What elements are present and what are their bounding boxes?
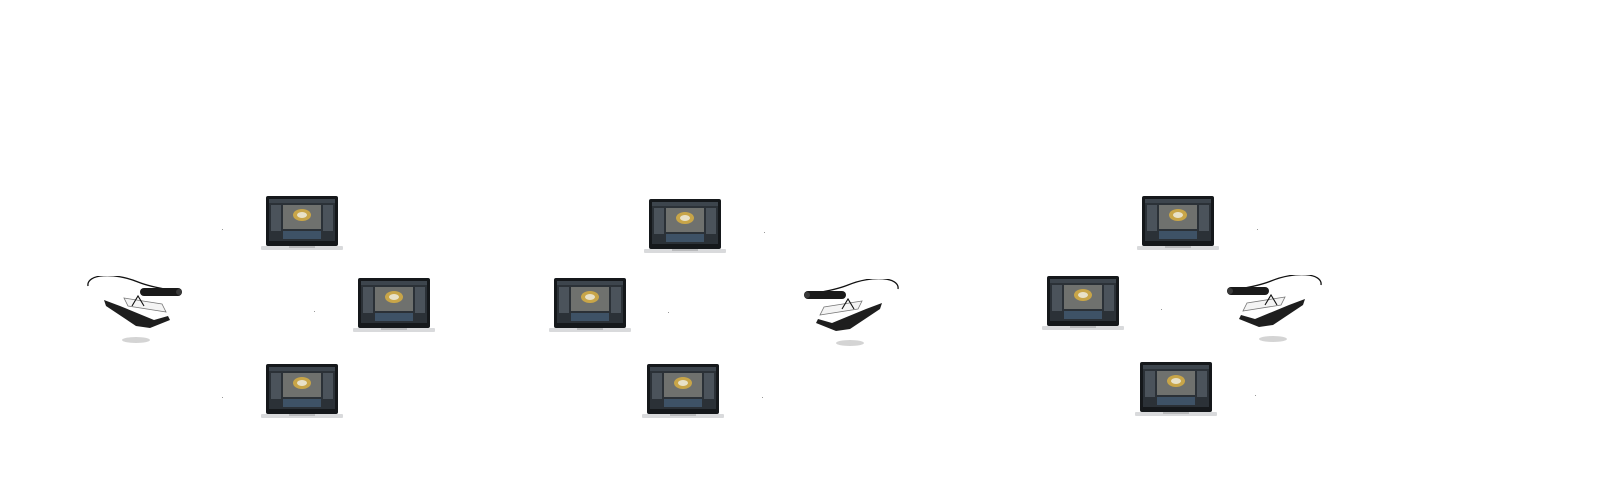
smart-glasses-icon <box>804 279 899 346</box>
laptop-icon <box>1137 196 1219 250</box>
laptop-icon <box>353 278 435 332</box>
smart-glasses-icon <box>1227 275 1322 342</box>
connector-dot <box>1257 229 1258 230</box>
connector-dot <box>222 229 223 230</box>
laptop-icon <box>261 364 343 418</box>
laptop-icon <box>1042 276 1124 330</box>
connector-dot <box>668 312 669 313</box>
connector-dot <box>1161 309 1162 310</box>
connector-dot <box>764 232 765 233</box>
laptop-icon <box>549 278 631 332</box>
laptop-icon <box>261 196 343 250</box>
connector-dot <box>1255 395 1256 396</box>
smart-glasses-icon <box>87 276 182 343</box>
laptop-icon <box>642 364 724 418</box>
connector-dot <box>314 311 315 312</box>
connector-dot <box>762 397 763 398</box>
laptop-icon <box>1135 362 1217 416</box>
connector-dot <box>222 397 223 398</box>
laptop-icon <box>644 199 726 253</box>
